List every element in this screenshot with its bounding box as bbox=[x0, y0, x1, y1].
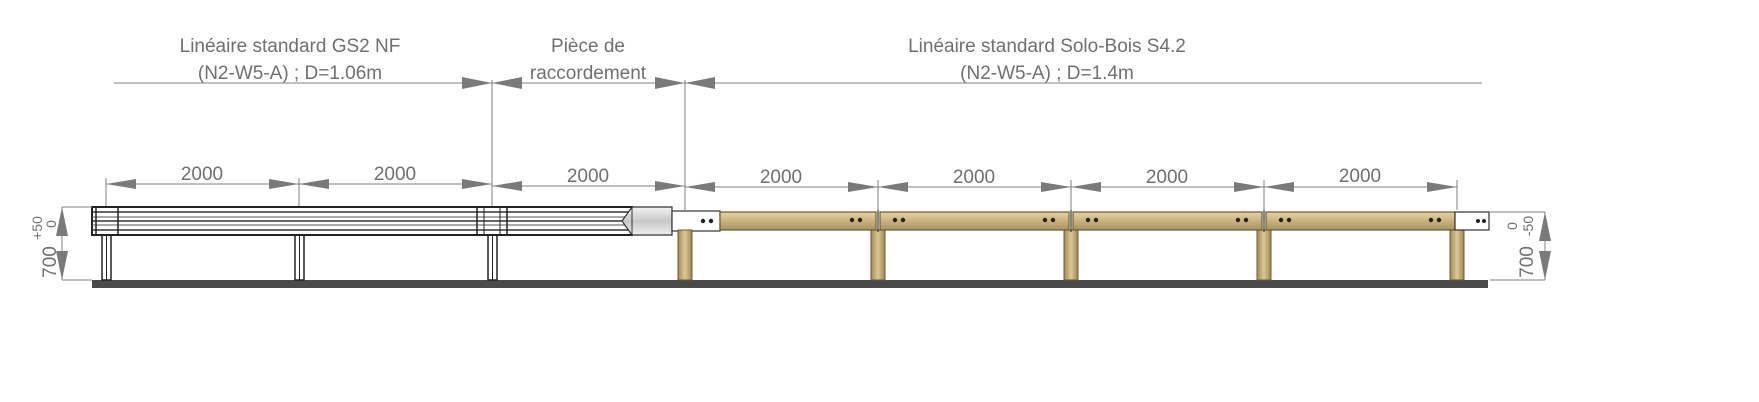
steel-post bbox=[101, 233, 112, 281]
section-transition-line2: raccordement bbox=[530, 63, 647, 84]
wood-rail bbox=[1265, 211, 1456, 231]
wood-rail bbox=[1072, 211, 1263, 231]
dimension-label: 2000 bbox=[374, 164, 416, 185]
dimension-label: 2000 bbox=[760, 167, 802, 188]
wood-posts bbox=[677, 229, 1465, 281]
left-height-value: 700 bbox=[40, 246, 61, 278]
right-height-annotation: 0 -50 700 bbox=[1490, 211, 1551, 281]
dimension-label: 2000 bbox=[567, 166, 609, 187]
right-height-zero: 0 bbox=[1504, 222, 1520, 230]
left-height-zero: 0 bbox=[43, 220, 59, 228]
wood-post bbox=[1256, 229, 1272, 281]
section-solobois-line2: (N2-W5-A) ; D=1.4m bbox=[960, 63, 1134, 84]
steel-post bbox=[294, 233, 305, 281]
section-gs2-line1: Linéaire standard GS2 NF bbox=[180, 36, 401, 57]
right-height-bottom: -50 bbox=[1520, 216, 1536, 236]
left-height-top: +50 bbox=[29, 216, 45, 240]
right-height-value: 700 bbox=[1517, 246, 1538, 278]
section-dimension-line bbox=[114, 77, 1482, 250]
wood-post bbox=[870, 229, 886, 281]
dimension-label: 2000 bbox=[1146, 167, 1188, 188]
transition-connector bbox=[621, 206, 721, 236]
dimension-labels: 2000 2000 2000 2000 2000 2000 2000 bbox=[181, 164, 1381, 188]
wood-post bbox=[1449, 229, 1465, 281]
rail-end-cap bbox=[1454, 211, 1490, 231]
section-title-gs2: Linéaire standard GS2 NF (N2-W5-A) ; D=1… bbox=[180, 36, 401, 84]
section-title-transition: Pièce de raccordement bbox=[530, 36, 647, 84]
section-solobois-line1: Linéaire standard Solo-Bois S4.2 bbox=[908, 36, 1186, 57]
section-transition-line1: Pièce de bbox=[551, 36, 625, 57]
wood-rail bbox=[719, 211, 877, 231]
section-gs2-line2: (N2-W5-A) ; D=1.06m bbox=[198, 63, 382, 84]
steel-rail-gs2 bbox=[91, 206, 633, 236]
dimension-label: 2000 bbox=[181, 164, 223, 185]
wood-rails bbox=[719, 211, 1456, 231]
rail-bolts bbox=[849, 217, 1442, 223]
dimension-chain bbox=[105, 178, 1458, 210]
wood-post bbox=[1063, 229, 1079, 281]
rail-joints bbox=[877, 210, 1265, 232]
section-title-solobois: Linéaire standard Solo-Bois S4.2 (N2-W5-… bbox=[908, 36, 1186, 84]
dimension-label: 2000 bbox=[1339, 166, 1381, 187]
wood-rail bbox=[879, 211, 1070, 231]
wood-post bbox=[677, 229, 693, 281]
steel-post bbox=[487, 233, 498, 281]
steel-posts bbox=[101, 233, 498, 281]
dimension-label: 2000 bbox=[953, 167, 995, 188]
ground-line bbox=[92, 280, 1488, 288]
left-height-annotation: +50 0 700 bbox=[29, 206, 92, 281]
